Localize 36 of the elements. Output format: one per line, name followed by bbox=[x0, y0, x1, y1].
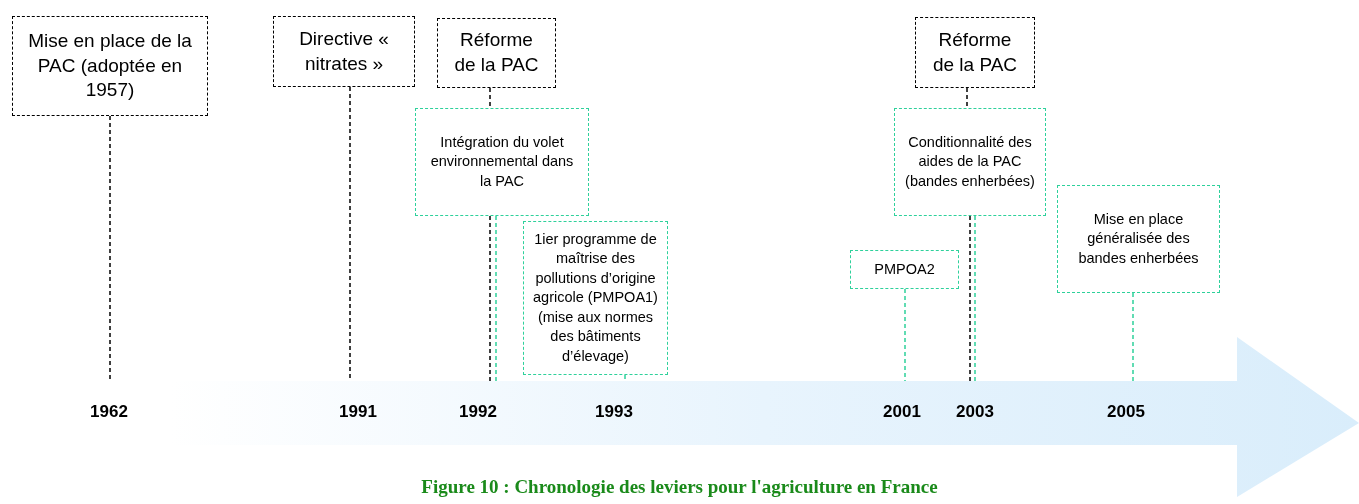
event-text: Intégration du volet environnemental dans la PAC bbox=[429, 132, 575, 191]
year-label: 2005 bbox=[1107, 402, 1145, 422]
leader-line bbox=[495, 215, 497, 382]
event-text: Directive « nitrates » bbox=[298, 26, 390, 76]
event-box bbox=[915, 17, 1035, 88]
year-label: 1993 bbox=[595, 402, 633, 422]
event-text: Mise en place de la PAC (adoptée en 1957) bbox=[27, 28, 193, 103]
leader-line bbox=[109, 115, 111, 382]
year-label: 1991 bbox=[339, 402, 377, 422]
leader-line bbox=[966, 87, 968, 109]
event-box bbox=[523, 221, 668, 375]
event-text: 1ier programme de maîtrise des pollutions d’origine agricole (PMPOA1) (mise aux normes des bâtiments d’élevage) bbox=[532, 229, 659, 366]
leader-line bbox=[489, 87, 491, 109]
event-box bbox=[273, 16, 415, 87]
leader-line bbox=[489, 215, 491, 382]
year-label: 1992 bbox=[459, 402, 497, 422]
event-box bbox=[1057, 185, 1220, 293]
event-text: Réforme de la PAC bbox=[931, 27, 1019, 77]
event-text: Réforme de la PAC bbox=[453, 28, 540, 77]
leader-line bbox=[904, 288, 906, 382]
event-box bbox=[437, 18, 556, 88]
event-box bbox=[894, 108, 1046, 216]
event-text: Mise en place généralisée des bandes enherbées bbox=[1077, 209, 1200, 268]
event-box bbox=[850, 250, 959, 289]
figure-caption: Figure 10 : Chronologie des leviers pour l'agriculture en France bbox=[420, 476, 939, 498]
year-label: 2001 bbox=[883, 402, 921, 422]
year-label: 2003 bbox=[956, 402, 994, 422]
leader-line bbox=[974, 215, 976, 382]
event-text: PMPOA2 bbox=[874, 259, 935, 279]
year-label: 1962 bbox=[90, 402, 128, 422]
event-box bbox=[12, 16, 208, 116]
event-box bbox=[415, 108, 589, 216]
leader-line bbox=[624, 374, 626, 382]
leader-line bbox=[1132, 292, 1134, 382]
event-text: Conditionnalité des aides de la PAC (bandes enherbées) bbox=[904, 132, 1036, 191]
leader-line bbox=[969, 215, 971, 382]
